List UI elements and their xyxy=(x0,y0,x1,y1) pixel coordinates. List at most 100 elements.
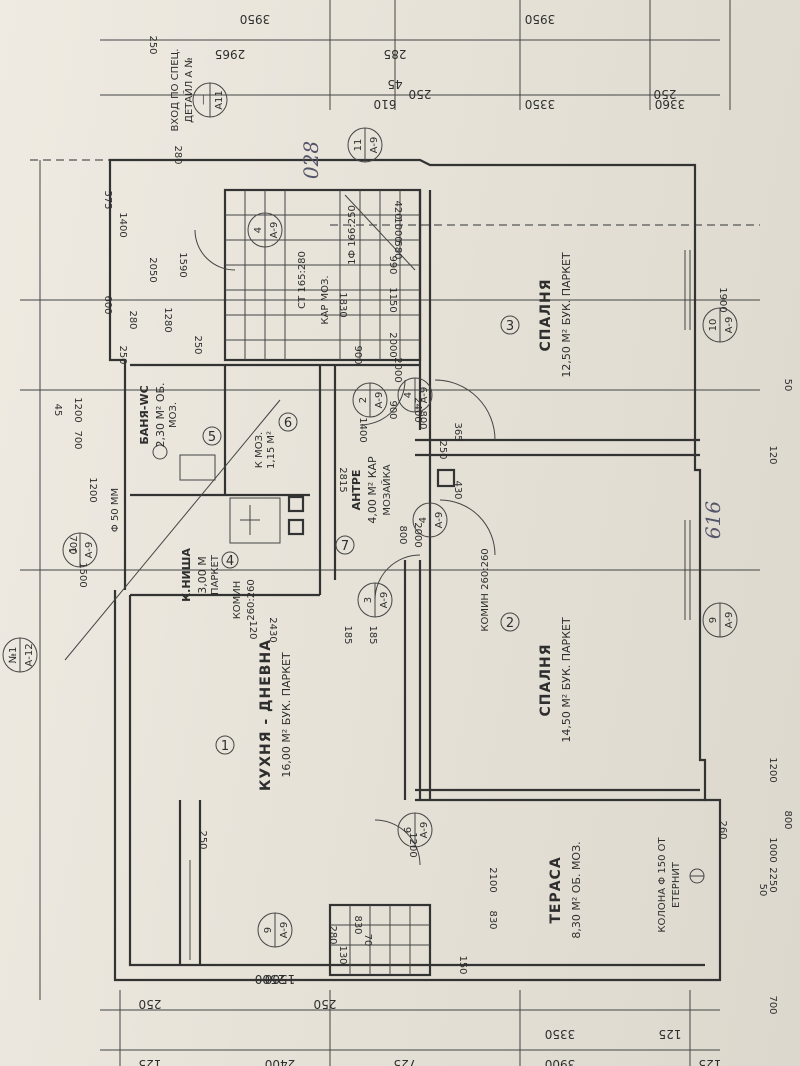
dimension-label: 2000 xyxy=(412,522,423,547)
dimension-label: 3900 xyxy=(545,1057,576,1066)
dimension-label: 250 xyxy=(437,440,448,459)
stair-size: СТ 165:280 xyxy=(297,251,308,309)
dimension-label: 1280 xyxy=(162,307,173,332)
dimension-label: 830 xyxy=(487,910,498,929)
dimension-label: 150 xyxy=(457,955,468,974)
dimension-label: 1000 xyxy=(392,217,403,242)
svg-text:260:260: 260:260 xyxy=(246,579,257,621)
marker-bottom: А-9 xyxy=(84,542,95,559)
dimension-label: 1830 xyxy=(337,292,348,317)
marker-bottom: А-9 xyxy=(279,922,290,939)
dimension-label: 120 xyxy=(247,620,258,639)
room-name: КУХНЯ - ДНЕВНА xyxy=(258,639,274,791)
dimension-label: 2100 xyxy=(487,867,498,892)
dimension-label: 700 xyxy=(72,430,83,449)
room-name: СПАЛНЯ xyxy=(538,644,554,717)
chimney-label-1: КОМИН 260:260 xyxy=(480,548,491,631)
marker-bottom: А-9 xyxy=(379,592,390,609)
marker-top: 2 xyxy=(358,397,369,403)
svg-text:МОЗАЙКА: МОЗАЙКА xyxy=(380,464,393,515)
marker-bottom: А11 xyxy=(214,90,225,110)
dimension-label: 250 xyxy=(147,35,158,54)
room-area: 12,50 М² БУК. ПАРКЕТ xyxy=(560,252,573,378)
dimension-label: 45 xyxy=(387,77,402,91)
section-marker: 2 А-9 xyxy=(352,382,388,418)
room-kitchen: КУХНЯ - ДНЕВНА 16,00 М² БУК. ПАРКЕТ xyxy=(258,639,293,791)
room-bath: БАНЯ-WC 2,30 М² ОБ. МОЗ. xyxy=(138,382,179,447)
dimension-label: 3950 xyxy=(525,12,556,26)
svg-text:2: 2 xyxy=(506,616,514,631)
dimension-label: 250 xyxy=(409,87,432,101)
dimension-label: 250 xyxy=(314,997,337,1011)
dimension-label: 125 xyxy=(699,1057,722,1066)
svg-text:1,15 М²: 1,15 М² xyxy=(266,431,277,469)
marker-bottom: А-9 xyxy=(434,512,445,529)
dimension-label: 3360 xyxy=(655,97,686,111)
marker-bottom: А-9 xyxy=(419,822,430,839)
dimension-label: 1200 xyxy=(87,477,98,502)
dimension-label: 1200 xyxy=(767,757,778,782)
marker-top: №1 xyxy=(8,647,19,664)
room-area: 14,50 М² БУК. ПАРКЕТ xyxy=(560,617,573,743)
svg-text:3: 3 xyxy=(506,319,514,334)
marker-bottom: А-12 xyxy=(24,643,35,666)
svg-text:ВХОД ПО СПЕЦ.: ВХОД ПО СПЕЦ. xyxy=(170,49,181,132)
marker-top: 9 xyxy=(263,927,274,933)
stair-note: КАР МОЗ. xyxy=(320,275,331,324)
dimension-label: 990 xyxy=(387,255,398,274)
marker-bottom: А-9 xyxy=(724,612,735,629)
dimension-label: 1400 xyxy=(357,417,368,442)
marker-top: 1 xyxy=(68,547,79,553)
dimension-label: 2430 xyxy=(267,617,278,642)
svg-text:МОЗ.: МОЗ. xyxy=(168,402,179,428)
dimension-label: 2500 xyxy=(255,972,286,986)
room-niche: К.НИША 3,00 М ПАРКЕТ xyxy=(180,548,221,602)
dimension-label: 3350 xyxy=(525,97,556,111)
svg-text:К МОЗ.: К МОЗ. xyxy=(254,432,265,468)
section-marker: —А11 xyxy=(192,82,228,118)
svg-text:3,00 М: 3,00 М xyxy=(196,556,209,593)
room-bedroom-3: СПАЛНЯ 12,50 М² БУК. ПАРКЕТ xyxy=(538,252,573,378)
svg-text:Φ 50 ММ: Φ 50 ММ xyxy=(110,488,121,532)
dimension-label: 250 xyxy=(192,335,203,354)
dimension-label: 2000 xyxy=(387,332,398,357)
dimension-label: 1200 xyxy=(407,832,418,857)
dimension-label: 1500 xyxy=(265,972,296,986)
dimension-label: 2400 xyxy=(265,1057,296,1066)
room-terrace: ТЕРАСА 8,30 М² ОБ. МОЗ. xyxy=(548,841,583,938)
dimension-label: 250 xyxy=(117,345,128,364)
dimension-label: 120 xyxy=(767,445,778,464)
dimension-label: 280 xyxy=(172,145,183,164)
dimension-label: 250 xyxy=(654,87,677,101)
room-bedroom-3-number: 3 xyxy=(500,315,520,335)
dimension-label: 3950 xyxy=(240,12,271,26)
section-marker: 9 А-9 xyxy=(257,912,293,948)
dimension-label: 50 xyxy=(782,379,793,392)
handwritten-note-2: 616 xyxy=(701,501,725,539)
dimension-label: 700 xyxy=(67,535,78,554)
svg-text:1: 1 xyxy=(221,739,229,754)
dimension-label: 1200 xyxy=(72,397,83,422)
dimension-label: 800 xyxy=(782,810,793,829)
dimension-label: 900 xyxy=(352,345,363,364)
dimension-label: 3350 xyxy=(545,1027,576,1041)
dimension-label: 725 xyxy=(394,1057,417,1066)
svg-text:К.НИША: К.НИША xyxy=(180,548,193,602)
dimension-label: 1500 xyxy=(77,562,88,587)
marker-bottom: А-9 xyxy=(369,137,380,154)
dimension-label: 125 xyxy=(139,1057,162,1066)
dimension-label: 50 xyxy=(757,884,768,897)
marker-bottom: А-9 xyxy=(374,392,385,409)
svg-text:5: 5 xyxy=(208,430,216,445)
room-area: 16,00 М² БУК. ПАРКЕТ xyxy=(280,652,293,778)
marker-bottom: А-9 xyxy=(724,317,735,334)
svg-text:7: 7 xyxy=(341,539,349,554)
svg-text:4,00 М² КАР: 4,00 М² КАР xyxy=(366,456,379,524)
dimension-label: 45 xyxy=(52,404,63,417)
room-wc-note: К МОЗ. 1,15 М² xyxy=(254,431,277,469)
dimension-label: 830 xyxy=(352,915,363,934)
marker-top: 10 xyxy=(708,319,719,332)
